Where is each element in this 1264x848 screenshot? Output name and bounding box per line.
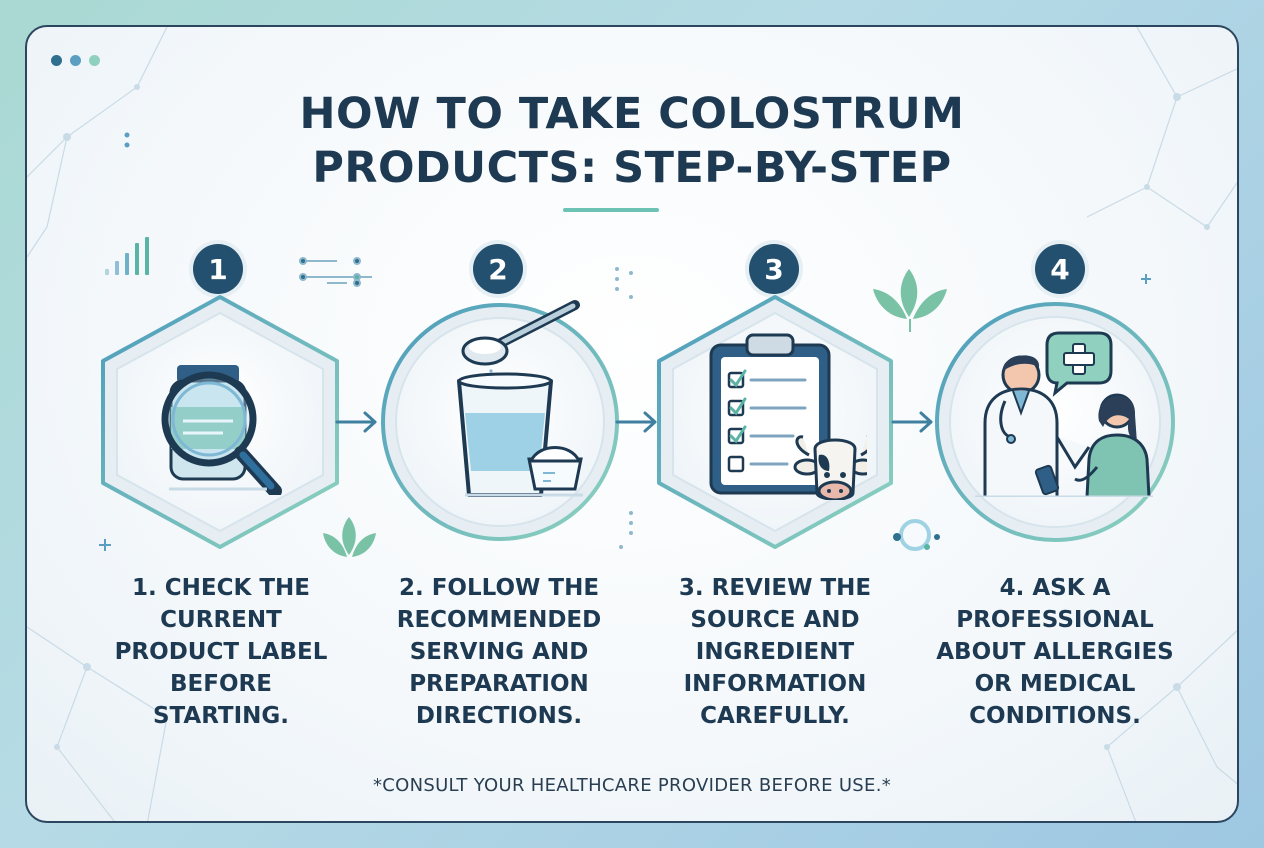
caption-line: INFORMATION (683, 671, 867, 697)
footnote: *CONSULT YOUR HEALTHCARE PROVIDER BEFORE… (372, 775, 892, 796)
caption-line: BEFORE (170, 671, 272, 697)
title-line-1: HOW TO TAKE COLOSTRUM (299, 89, 965, 139)
glass-spoon-scoop-icon (457, 300, 583, 497)
window-dots (51, 55, 100, 66)
caption-line: PRODUCT LABEL (114, 639, 328, 665)
step-2-caption: 2. FOLLOW THE RECOMMENDED SERVING AND PR… (369, 572, 629, 732)
caption-line: SERVING AND (409, 639, 589, 665)
step-3-badge: 3 (749, 244, 799, 294)
step-2-badge: 2 (473, 244, 523, 294)
background-decoration (27, 27, 1237, 821)
caption-line: 3. REVIEW THE (678, 575, 872, 601)
caption-line: 2. FOLLOW THE (398, 575, 600, 601)
arrow-right-icon (335, 411, 377, 433)
caption-line: DIRECTIONS. (415, 703, 583, 729)
step-4-caption: 4. ASK A PROFESSIONAL ABOUT ALLERGIES OR… (925, 572, 1185, 732)
step-1-caption: 1. CHECK THE CURRENT PRODUCT LABEL BEFOR… (91, 572, 351, 732)
step-1-badge: 1 (193, 244, 243, 294)
title-line-2: PRODUCTS: STEP-BY-STEP (312, 143, 952, 193)
page-title: HOW TO TAKE COLOSTRUM PRODUCTS: STEP-BY-… (27, 87, 1237, 195)
caption-line: 1. CHECK THE (132, 575, 310, 601)
dot-icon (89, 55, 100, 66)
clipboard-cow-icon (709, 333, 867, 500)
caption-line: STARTING. (152, 703, 290, 729)
caption-line: OR MEDICAL (974, 671, 1136, 697)
doctor-patient-icon (975, 331, 1153, 497)
arrow-right-icon (615, 411, 657, 433)
infographic-card: HOW TO TAKE COLOSTRUM PRODUCTS: STEP-BY-… (25, 25, 1239, 823)
dot-icon (70, 55, 81, 66)
caption-line: SOURCE AND (690, 607, 860, 633)
step-3-caption: 3. REVIEW THE SOURCE AND INGREDIENT INFO… (645, 572, 905, 732)
caption-line: CURRENT (160, 607, 282, 633)
arrow-right-icon (891, 411, 933, 433)
caption-line: PROFESSIONAL (956, 607, 1154, 633)
magnifier-bottle-icon (161, 365, 282, 495)
caption-line: CAREFULLY. (700, 703, 850, 729)
caption-line: CONDITIONS. (969, 703, 1141, 729)
caption-line: RECOMMENDED (396, 607, 602, 633)
caption-line: ABOUT ALLERGIES (936, 639, 1174, 665)
step-4-badge: 4 (1035, 244, 1085, 294)
caption-line: PREPARATION (409, 671, 589, 697)
caption-line: 4. ASK A (999, 575, 1111, 601)
title-underline (563, 208, 659, 212)
caption-line: INGREDIENT (695, 639, 855, 665)
dot-icon (51, 55, 62, 66)
